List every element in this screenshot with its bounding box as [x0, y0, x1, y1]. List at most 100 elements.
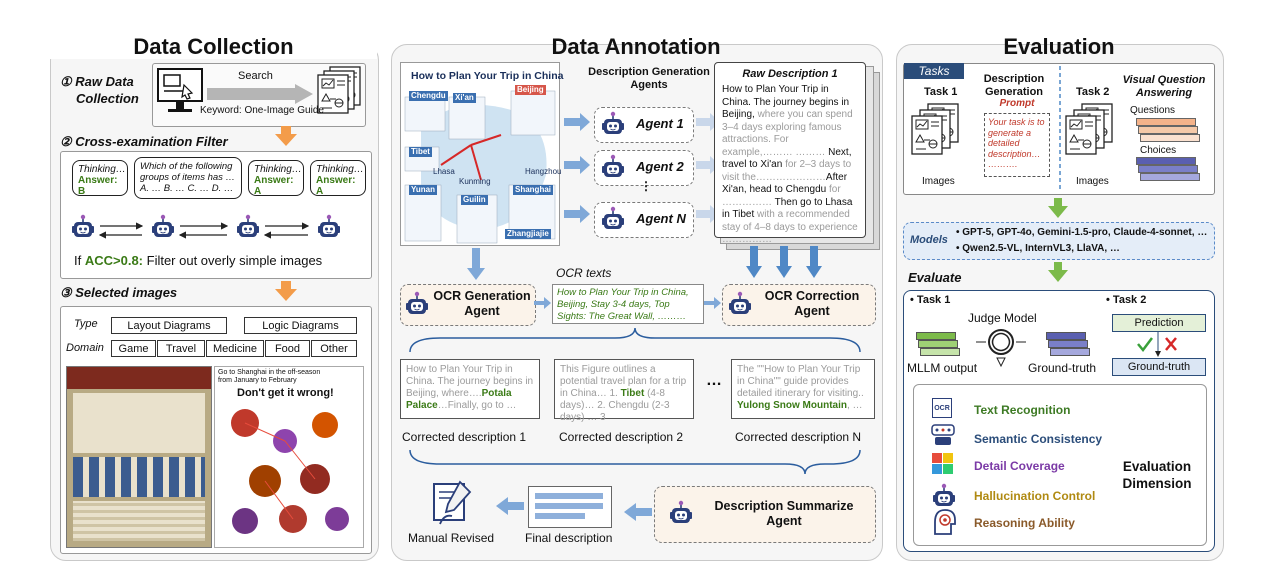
data-collection-title: Data Collection [50, 35, 377, 59]
dim-2: Detail Coverage [974, 459, 1065, 473]
choice-line-1 [1136, 157, 1196, 165]
ocr-gen-label: OCR Generation Agent [433, 289, 531, 318]
agent-n-robot [601, 206, 625, 230]
trip-map-drawing [404, 90, 556, 244]
game-guide-header [67, 367, 211, 389]
raw-part-4: After Xi'an, head to Chengdu [722, 171, 848, 196]
corrected-n: The ""How to Plan Your Trip in China"" g… [731, 359, 875, 419]
raw-part-2: Next, travel to Xi'an [722, 146, 852, 171]
keyword-label: Keyword: One-Image Guide [200, 105, 324, 116]
sample-image-game-guide [66, 366, 212, 548]
corrected-2-tail: (4-8 days)… 2. Chengdu (2-3 days) … 3 [560, 388, 670, 423]
final-desc-doc [528, 486, 612, 528]
mllm-line-3 [920, 348, 960, 356]
bubble-3-thinking: Thinking… [254, 164, 302, 175]
trip-map-image: How to Plan Your Trip in China Chengdu X… [400, 62, 564, 246]
choices-stack [1136, 157, 1200, 183]
corrected-n-tail: , … [847, 400, 863, 411]
bubble-3-answer: Answer: A [254, 175, 294, 197]
raw-part-3: for 2–3 days to visit the………………… [722, 159, 852, 183]
dim-1: Semantic Consistency [974, 432, 1103, 446]
corrected-1-hl: Potala Palace [406, 388, 512, 411]
ground-truth-stack [1046, 332, 1090, 358]
final-desc-line-3 [535, 513, 585, 519]
corrected-1-tail: …Finally, go to … [437, 400, 517, 411]
domain-chip-3: Food [265, 340, 310, 357]
models-line-2-text: Qwen2.5-VL, InternVL3, LlaVA, … [962, 243, 1120, 254]
type-chip-0: Layout Diagrams [111, 317, 227, 334]
guide-stack-icon [317, 66, 361, 114]
shanghai-collage [231, 409, 349, 534]
dim-icon-ocr: OCR [932, 398, 952, 418]
agents-header: Description Generation Agents [588, 66, 710, 91]
trip-map-title: How to Plan Your Trip in China [411, 70, 564, 82]
mllm-output-stack [916, 332, 960, 358]
game-guide-footer [73, 501, 205, 541]
final-desc-label: Final description [525, 531, 613, 545]
agent-1-label: Agent 1 [636, 116, 684, 131]
evaluation-title: Evaluation [1003, 34, 1115, 59]
task1-label: Task 1 [924, 86, 958, 98]
trip-region-10: Hangzhou [525, 167, 562, 176]
trip-region-3: Tibet [409, 147, 432, 157]
top-brace [409, 327, 861, 353]
shanghai-caption: Go to Shanghai in the off-season from Ja… [218, 369, 321, 384]
agent-1-robot [601, 111, 625, 135]
down-arrow-2 [275, 281, 297, 301]
agents-ellipsis: ⋮ [640, 179, 652, 193]
shanghai-title: Don't get it wrong! [237, 387, 334, 399]
summarize-robot [669, 499, 693, 524]
bubble-1-thinking: Thinking… [78, 164, 126, 175]
bubble-1: Thinking… Answer: B [72, 160, 128, 197]
desc-gen-label: Description Generation [983, 73, 1045, 98]
bottom-brace [409, 449, 861, 475]
type-chip-1: Logic Diagrams [244, 317, 357, 334]
game-guide-grid [73, 457, 205, 497]
domain-chip-4: Other [311, 340, 357, 357]
task2-label: Task 2 [1076, 86, 1110, 98]
dim-icon-ocr-text: OCR [934, 405, 950, 412]
trip-region-4: Yunan [409, 185, 438, 195]
tasks-to-models-arrow [1048, 198, 1068, 218]
trip-region-6: Shanghai [513, 185, 554, 195]
corrected-2-hl: Tibet [620, 388, 645, 399]
gt-line-3 [1050, 348, 1090, 356]
down-arrow-1 [275, 126, 297, 146]
gt-line-2 [1048, 340, 1088, 348]
domain-chip-2: Medicine [206, 340, 264, 357]
question-line-2 [1138, 126, 1198, 134]
ocr-gen-robot [405, 290, 429, 315]
final-desc-line-1 [535, 493, 603, 499]
corrected-1-text: How to Plan Your Trip in China. The jour… [406, 364, 534, 399]
trip-region-5: Guilin [461, 195, 488, 205]
raw-part-6: Then go to Lhasa in Tibet [722, 196, 853, 221]
final-to-manual-arrow [496, 497, 524, 515]
questions-label: Questions [1130, 105, 1176, 116]
eval-task2-text: Task 2 [1112, 294, 1147, 306]
ocr-corr-label: OCR Correction Agent [764, 289, 860, 318]
raw-desc-card: Raw Description 1 How to Plan Your Trip … [714, 62, 866, 245]
trip-region-2: Beijing [515, 85, 546, 95]
choices-label: Choices [1140, 145, 1177, 156]
raw-part-5: for …………… [722, 184, 841, 208]
step3-label: ③ Selected images [60, 285, 178, 300]
dim-4: Reasoning Ability [974, 516, 1075, 530]
search-label: Search [238, 70, 273, 82]
hallucination-icon [932, 482, 956, 507]
corrected-n-hl: Yulong Snow Mountain [737, 400, 847, 411]
raw-desc-title: Raw Description 1 [742, 68, 838, 80]
bubble-4-thinking: Thinking… [316, 164, 364, 175]
bubble-2: Which of the following groups of items h… [134, 157, 242, 199]
tasks-divider [1059, 66, 1061, 190]
corrected-2-text: This Figure outlines a potential travel … [560, 364, 687, 399]
models-to-evaluate-arrow [1048, 262, 1068, 282]
agent-n-label: Agent N [636, 211, 686, 226]
raw-part-0: How to Plan Your Trip in China. The jour… [722, 84, 850, 120]
semantic-icon [931, 424, 955, 445]
dim-0: Text Recognition [974, 403, 1071, 417]
type-label: Type [74, 318, 98, 330]
choice-line-2 [1138, 165, 1198, 173]
question-line-3 [1140, 134, 1200, 142]
step1-label: ① Raw Data [60, 74, 134, 89]
map-to-ocr-arrow [467, 248, 485, 280]
